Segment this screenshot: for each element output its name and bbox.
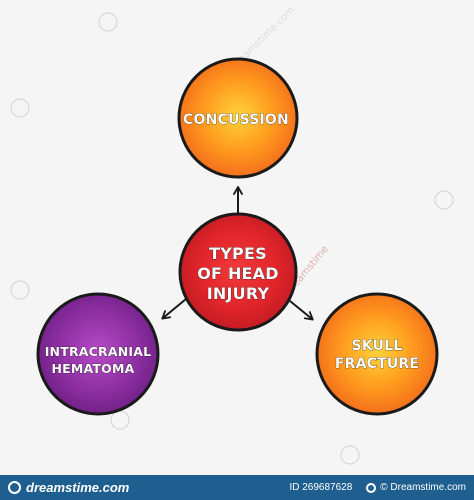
node-intracranial-hematoma-label-line-2: HEMATOMA [51, 361, 134, 376]
node-intracranial-hematoma-label-line-1: INTRACRANIAL [45, 344, 152, 359]
node-concussion: CONCUSSION [177, 57, 299, 179]
stock-footer-bar: dreamstime.com ID 269687628 © Dreamstime… [0, 475, 474, 500]
watermark-logo-icon [110, 410, 130, 430]
node-concussion-circle [177, 57, 299, 179]
center-label-line-3: INJURY [207, 284, 270, 303]
footer-brand-group: dreamstime.com [8, 480, 129, 495]
dreamstime-small-logo-icon [366, 482, 377, 493]
watermark-logo-icon [10, 280, 30, 300]
footer-credit-group: ID 269687628 © Dreamstime.com [289, 482, 466, 493]
node-center: TYPES OF HEAD INJURY [178, 212, 298, 332]
footer-credit-text: © Dreamstime.com [380, 482, 466, 493]
watermark-logo-icon [340, 445, 360, 465]
node-skull-fracture-label-line-2: FRACTURE [335, 356, 419, 372]
watermark-logo-icon [98, 12, 118, 32]
mind-map-diagram: dreamstime.com dreamstime CONCUSSION TYP… [10, 5, 454, 465]
node-skull-fracture-circle [315, 292, 439, 416]
footer-credit: © Dreamstime.com [366, 482, 466, 493]
center-label-line-1: TYPES [209, 244, 267, 263]
node-skull-fracture: SKULL FRACTURE [315, 292, 439, 416]
center-label-line-2: OF HEAD [197, 264, 279, 283]
watermark-logo-icon [434, 190, 454, 210]
footer-image-id: ID 269687628 [289, 482, 353, 493]
connector-arrows [161, 186, 314, 321]
node-intracranial-hematoma-circle [36, 292, 160, 416]
arrow-to-skull-fracture [289, 300, 314, 321]
node-skull-fracture-label-line-1: SKULL [352, 338, 403, 354]
node-intracranial-hematoma: INTRACRANIAL HEMATOMA [36, 292, 160, 416]
node-concussion-label: CONCUSSION [183, 112, 289, 128]
footer-brand: dreamstime.com [26, 480, 130, 495]
node-center-circle [178, 212, 298, 332]
arrow-to-intracranial-hematoma [161, 298, 187, 320]
dreamstime-logo-icon [8, 481, 21, 494]
watermark-logo-icon [10, 98, 30, 118]
